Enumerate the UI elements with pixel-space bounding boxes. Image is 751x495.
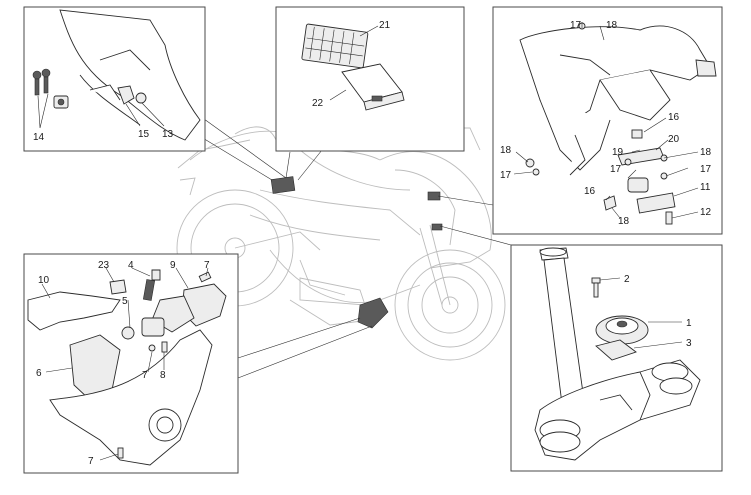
callout-3: 3 <box>686 338 692 349</box>
callout-17-top: 17 <box>570 20 582 31</box>
callout-6: 6 <box>36 368 42 379</box>
callout-22: 22 <box>312 98 324 109</box>
callout-21: 21 <box>379 20 391 31</box>
callout-12: 12 <box>700 207 712 218</box>
ecu-connector-part <box>301 23 369 69</box>
callout-15: 15 <box>138 129 150 140</box>
key-icon <box>32 68 51 96</box>
callout-1: 1 <box>686 318 692 329</box>
panel-front-subframe: 17 18 16 20 18 19 17 18 17 11 17 16 18 1… <box>492 6 723 235</box>
callout-17-mid: 17 <box>610 164 622 175</box>
callout-10: 10 <box>38 275 50 286</box>
panel-intake-actuator: 10 23 4 9 7 5 6 7 8 7 <box>23 253 239 474</box>
callout-23: 23 <box>98 260 110 271</box>
horn-part <box>595 315 649 345</box>
callout-2: 2 <box>624 274 630 285</box>
callout-18-right: 18 <box>700 147 712 158</box>
panel-horn-steering: 2 1 3 <box>510 244 723 472</box>
callout-9: 9 <box>170 260 176 271</box>
callout-7-top: 7 <box>204 260 210 271</box>
filter-panel-part <box>27 291 121 331</box>
panel-ignition-lock: 14 15 13 <box>23 6 206 152</box>
callout-17-left: 17 <box>500 170 512 181</box>
callout-5: 5 <box>122 296 128 307</box>
callout-16-lower: 16 <box>584 186 596 197</box>
callout-14: 14 <box>33 132 45 143</box>
lock-cylinder-icon <box>53 95 69 109</box>
callout-7-mid: 7 <box>142 370 148 381</box>
callout-7-bottom: 7 <box>88 456 94 467</box>
callout-18-bottom: 18 <box>618 216 630 227</box>
ecu-box-part <box>341 63 405 111</box>
callout-8: 8 <box>160 370 166 381</box>
callout-18-left: 18 <box>500 145 512 156</box>
panel-connector-lines <box>149 105 512 379</box>
callout-16-upper: 16 <box>668 112 680 123</box>
callout-13: 13 <box>162 129 174 140</box>
callout-4: 4 <box>128 260 134 271</box>
callout-19: 19 <box>612 147 624 158</box>
callout-18-top: 18 <box>606 20 618 31</box>
callout-20: 20 <box>668 134 680 145</box>
bracket-part <box>117 85 135 105</box>
panel-ecu: 21 22 <box>275 6 465 152</box>
washer-part <box>135 92 147 104</box>
callout-11: 11 <box>700 182 711 193</box>
callout-17-right: 17 <box>700 164 712 175</box>
